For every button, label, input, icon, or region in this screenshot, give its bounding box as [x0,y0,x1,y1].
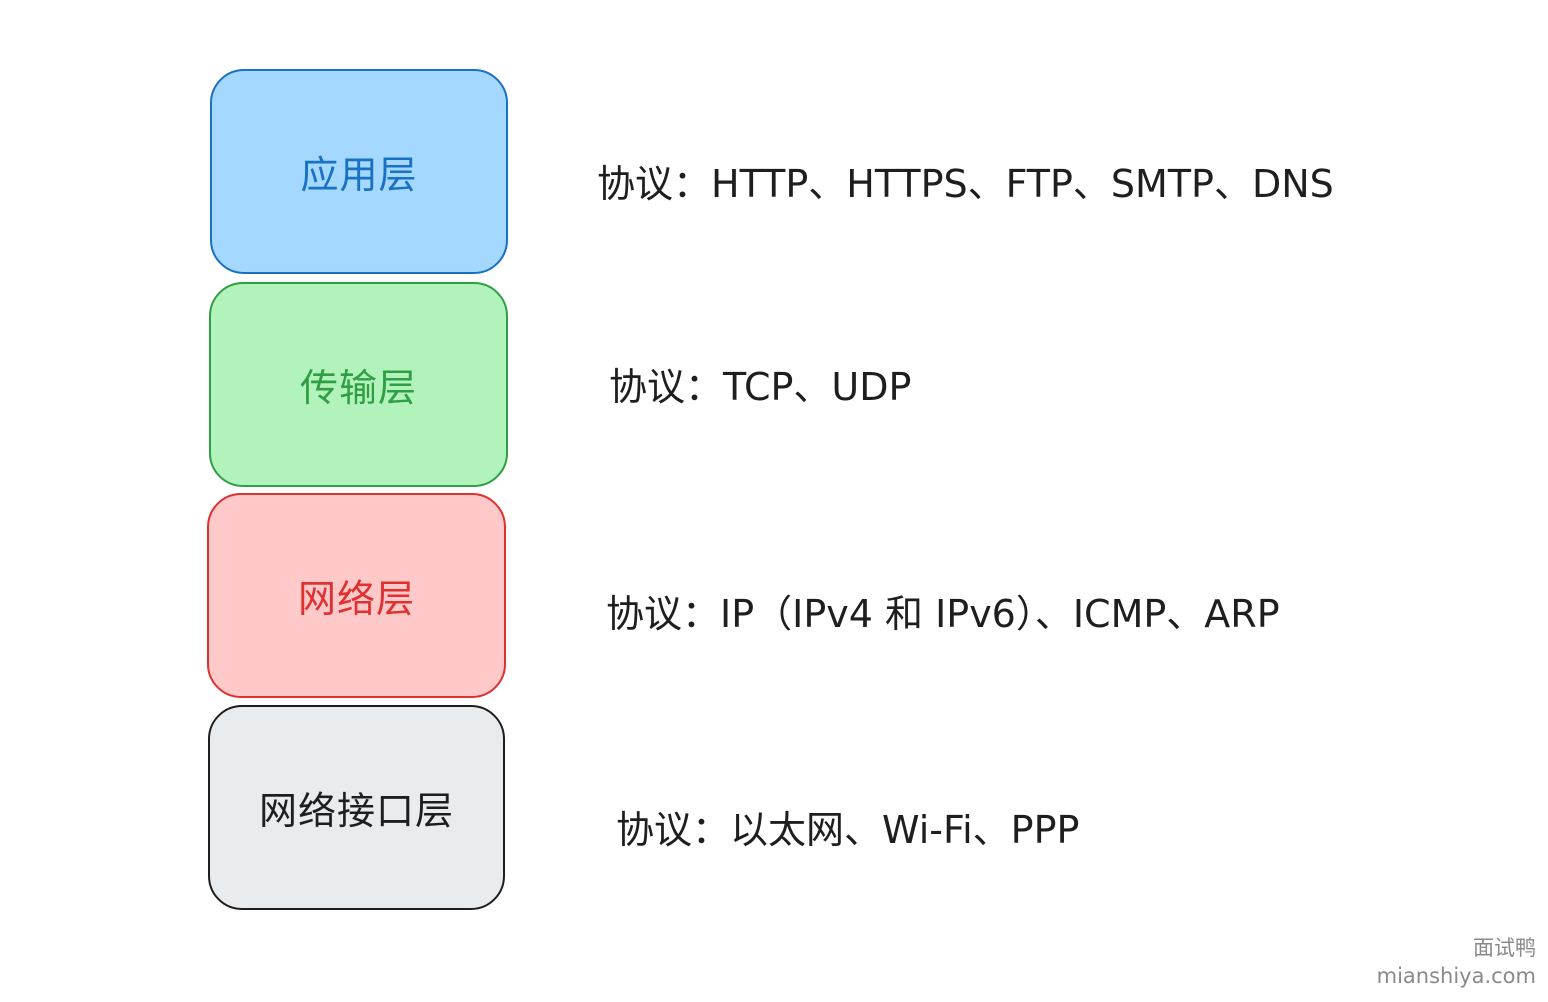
network-interface-layer-protocols: 协议：以太网、Wi-Fi、PPP [616,808,1080,852]
network-interface-layer-box: 网络接口层 [208,705,505,910]
transport-layer-label: 传输层 [299,366,417,410]
application-layer-protocols: 协议：HTTP、HTTPS、FTP、SMTP、DNS [597,162,1334,206]
application-layer-box: 应用层 [210,69,508,274]
transport-layer-box: 传输层 [209,282,508,487]
watermark-brand: 面试鸭 [1473,936,1536,960]
network-layer-box: 网络层 [207,493,506,698]
network-layer-protocols: 协议：IP（IPv4 和 IPv6）、ICMP、ARP [606,592,1280,636]
application-layer-label: 应用层 [300,153,418,197]
network-layer-label: 网络层 [297,577,415,621]
network-interface-layer-label: 网络接口层 [258,789,454,833]
watermark-url: mianshiya.com [1376,964,1536,988]
watermark: 面试鸭 mianshiya.com [1377,934,1536,990]
transport-layer-protocols: 协议：TCP、UDP [609,365,912,409]
